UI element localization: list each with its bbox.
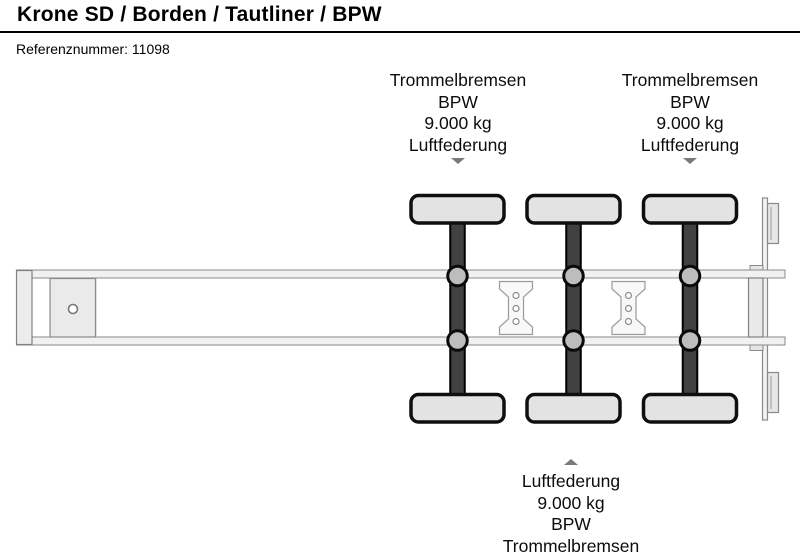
rear-lamp-bracket-bottom: [766, 371, 780, 414]
wheel-axle3-top: [641, 193, 739, 225]
frame-rail-top: [16, 269, 786, 279]
annotation-line: BPW: [438, 91, 478, 112]
hub: [446, 264, 469, 288]
annotation-line: Luftfederung: [640, 134, 740, 155]
header: Krone SD / Borden / Tautliner / BPW: [0, 0, 800, 34]
annotation-middle-axle: Luftfederung 9.000 kg BPW Trommelbremsen: [451, 459, 691, 552]
annotation-line: Luftfederung: [408, 134, 508, 155]
bolt-hole: [624, 317, 633, 326]
arrow-down-icon: [683, 158, 697, 164]
rear-lamp-bracket-top: [766, 202, 780, 245]
annotation-line: BPW: [670, 91, 710, 112]
hub: [562, 264, 585, 288]
annotation-line: Trommelbremsen: [621, 70, 759, 90]
suspension-hubs: [446, 264, 702, 352]
hub: [446, 329, 469, 352]
chassis-frame: [16, 269, 786, 346]
wheel-axle3-bottom: [641, 392, 739, 424]
axles: [449, 204, 699, 413]
page-title: Krone SD / Borden / Tautliner / BPW: [17, 3, 382, 26]
wheel-axle2-bottom: [525, 392, 622, 424]
annotation-line: BPW: [551, 514, 591, 534]
annotation-line: 9.000 kg: [537, 492, 605, 513]
annotation-front-axle: Trommelbremsen BPW 9.000 kg Luftfederung: [338, 70, 578, 164]
kingpin-plate: [49, 277, 97, 338]
annotation-line: Trommelbremsen: [502, 535, 640, 552]
annotation-line: 9.000 kg: [656, 113, 724, 133]
hub: [678, 264, 702, 288]
arrow-up-icon: [564, 459, 578, 465]
crossmember-2: [611, 280, 646, 336]
frame-rail-bottom: [16, 336, 786, 346]
reference-number: Referenznummer: 11098: [16, 41, 170, 58]
axle-1-beam: [449, 204, 466, 413]
rear-bumper: [749, 197, 780, 421]
kingpin: [67, 303, 79, 315]
hub: [678, 329, 702, 352]
arrow-down-icon: [451, 158, 465, 164]
wheel-axle1-bottom: [409, 392, 506, 424]
annotation-line: Trommelbremsen: [389, 70, 527, 90]
bolt-hole: [624, 291, 633, 300]
bolt-hole: [624, 304, 633, 313]
front-end: [15, 269, 97, 346]
wheel-axle2-top: [525, 193, 622, 225]
front-crossmember: [15, 269, 33, 346]
annotation-line: 9.000 kg: [424, 113, 492, 133]
annotation-line: Luftfederung: [521, 471, 621, 491]
crossmember-1: [498, 280, 534, 336]
annotation-rear-axle: Trommelbremsen BPW 9.000 kg Luftfederung: [570, 70, 800, 164]
axle-3-beam: [681, 204, 699, 413]
bolt-hole: [512, 304, 520, 313]
hub: [562, 329, 585, 352]
wheel-axle1-top: [409, 193, 506, 225]
rear-crossmember: [747, 277, 764, 338]
bolt-hole: [512, 317, 520, 326]
bolt-hole: [512, 291, 520, 300]
axle-2-beam: [565, 204, 582, 413]
wheels: [409, 193, 739, 424]
